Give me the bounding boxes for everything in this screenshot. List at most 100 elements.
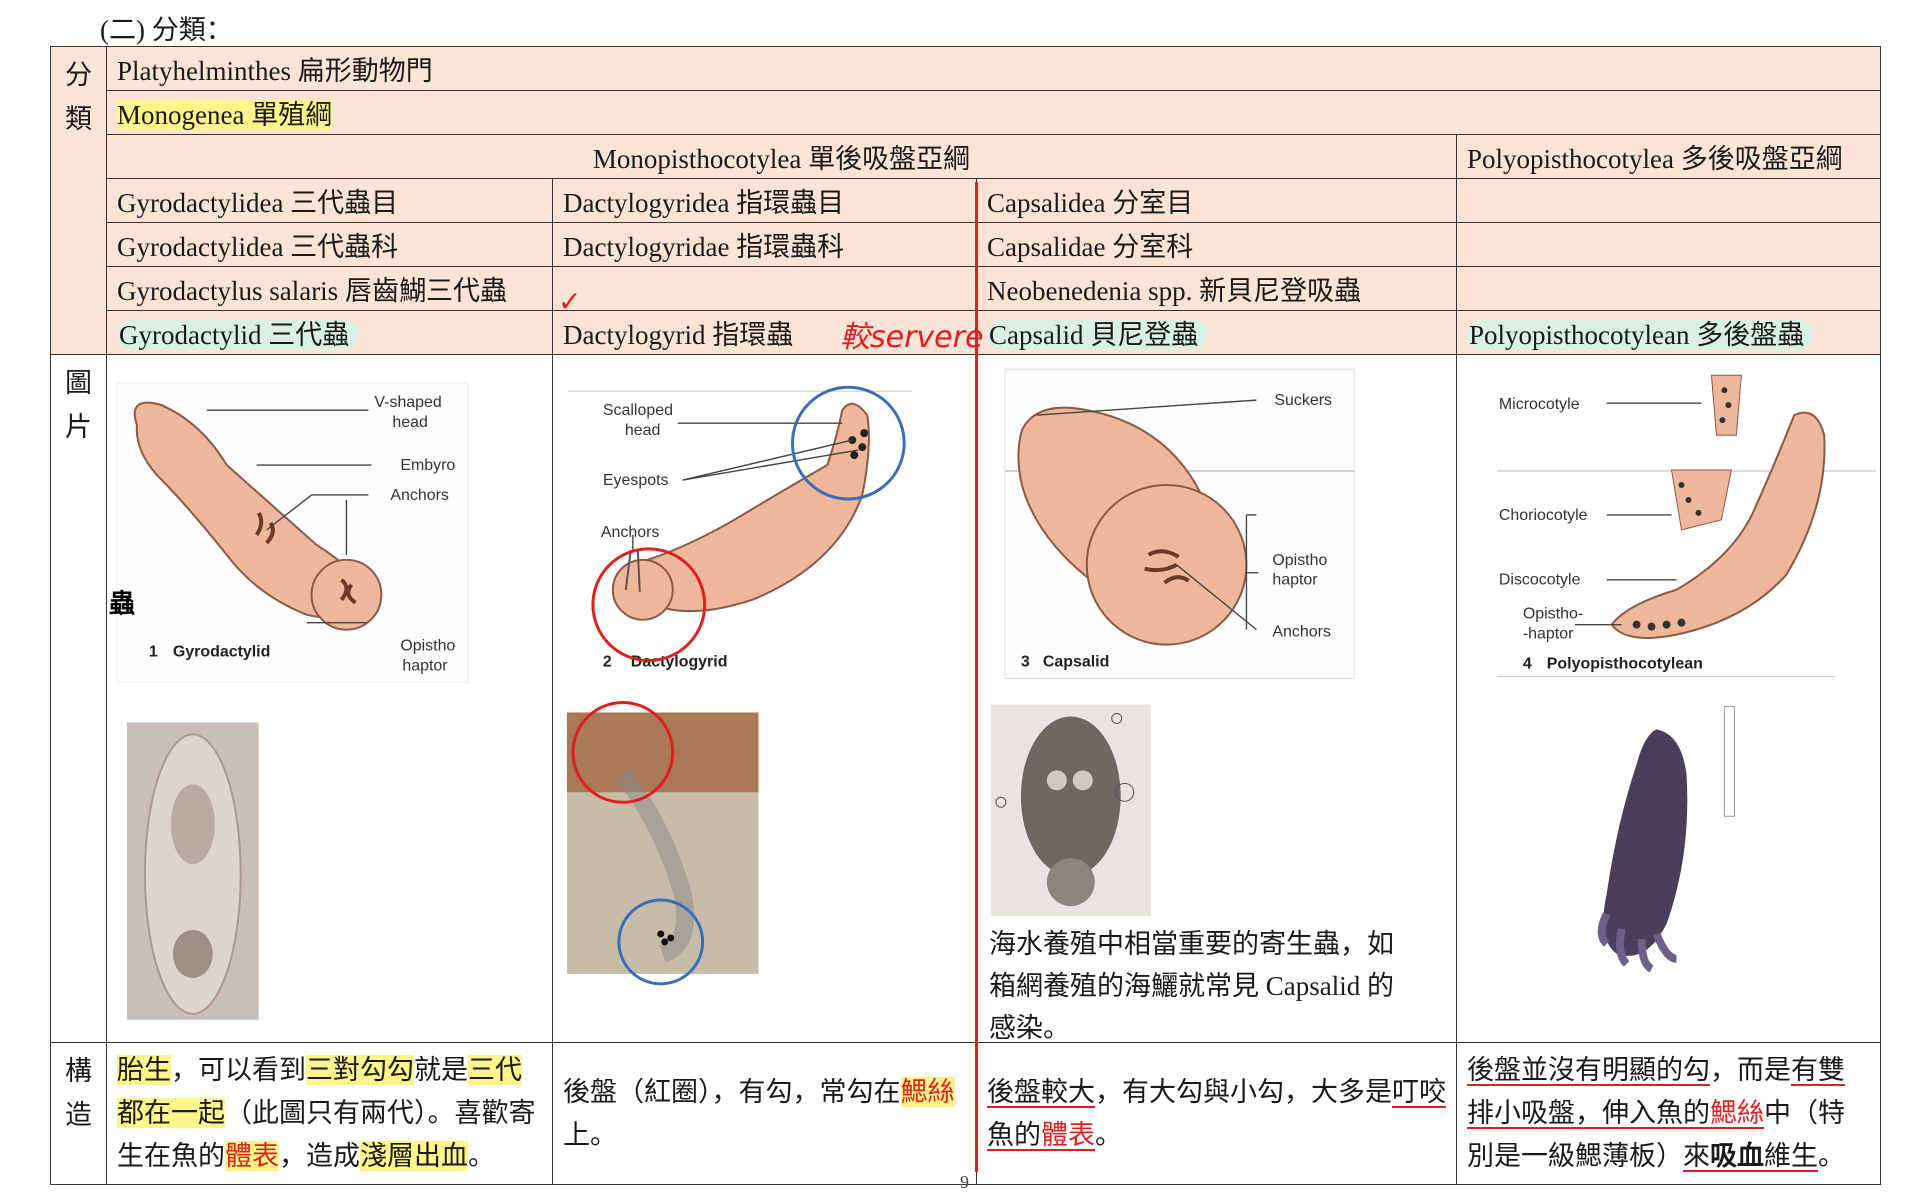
capsalid-note: 海水養殖中相當重要的寄生蟲，如 箱網養殖的海鱺就常見 Capsalid 的 感染… bbox=[989, 929, 1394, 1043]
structure-run: 。 bbox=[1095, 1119, 1122, 1150]
gyro-label-3: Anchors bbox=[390, 487, 449, 504]
classification-table: 分類 Platyhelminthes 扁形動物門 Monogenea 單殖綱 M… bbox=[50, 46, 1882, 1185]
gyro-label-0: V-shaped bbox=[374, 394, 441, 411]
gyro-fig-num: 1 bbox=[149, 644, 158, 661]
order-dacty: Dactylogyridea 指環蟲目 bbox=[552, 178, 977, 223]
species-caps: Neobenedenia spp. 新貝尼登吸蟲 bbox=[976, 266, 1457, 311]
structure-run: 淺層出血 bbox=[360, 1141, 468, 1171]
side-label-structure: 構造 bbox=[50, 1042, 107, 1185]
family-caps: Capsalidae 分室科 bbox=[976, 222, 1457, 267]
common-dacty: Dactylogyrid 指環蟲 bbox=[552, 310, 977, 355]
family-gyro: Gyrodactylidea 三代蟲科 bbox=[106, 222, 553, 267]
class-cell: Monogenea 單殖綱 bbox=[105, 90, 1882, 135]
structure-caps: 後盤較大，有大勾與小勾，大多是叮咬魚的體表。 bbox=[976, 1042, 1457, 1185]
subclass-mono-cell: Monopisthocotylea 單後吸盤亞綱 bbox=[106, 134, 1457, 179]
structure-run: ，可以看到 bbox=[171, 1055, 306, 1085]
structure-run: 後盤並沒有明顯的勾 bbox=[1467, 1055, 1710, 1085]
red-divider-line bbox=[975, 182, 978, 1172]
caps-label-3: Anchors bbox=[1272, 624, 1331, 641]
page-number: 9 bbox=[960, 1172, 969, 1192]
side-label-classification: 分類 bbox=[50, 46, 107, 355]
dacty-label-0: Scalloped bbox=[603, 402, 673, 419]
structure-run: 。 bbox=[1818, 1141, 1845, 1171]
species-dacty bbox=[552, 266, 977, 311]
blue-circle-head bbox=[790, 385, 906, 501]
red-circle-haptor bbox=[591, 547, 707, 663]
subclass-poly-cell: Polyopisthocotylea 多後吸盤亞綱 bbox=[1455, 134, 1882, 179]
structure-run: 胎生 bbox=[117, 1055, 171, 1085]
structure-run: 中（特別是一級鰓薄板） bbox=[1467, 1098, 1845, 1171]
handwritten-note: 較servere bbox=[840, 320, 984, 355]
gyro-label-5: haptor bbox=[402, 658, 448, 675]
structure-run: 後盤（紅圈），有勾，常勾在 bbox=[563, 1076, 901, 1107]
structure-run: 鰓絲 bbox=[900, 1076, 955, 1107]
caps-label-1: Opistho bbox=[1272, 552, 1327, 569]
polyopisthocotylean-figures: Microcotyle Choriocotyle Discocotyle Opi… bbox=[1496, 374, 1877, 973]
order-gyro: Gyrodactylidea 三代蟲目 bbox=[106, 178, 553, 223]
structure-run: 叮咬魚的 bbox=[987, 1076, 1446, 1150]
dacty-label-3: Anchors bbox=[601, 524, 660, 541]
poly-fig-name: Polyopisthocotylean bbox=[1547, 656, 1703, 673]
phylum-cell: Platyhelminthes 扁形動物門 bbox=[105, 46, 1882, 91]
capsalid-haptor bbox=[1085, 483, 1248, 646]
gyro-label-2: Embyro bbox=[400, 457, 455, 474]
figure-gyrodactylid-cell: V-shaped head Embyro Anchors Opistho hap… bbox=[106, 354, 553, 1043]
caps-fig-num: 3 bbox=[1021, 654, 1030, 671]
figure-dactylogyrid-cell: Scalloped head Eyespots Anchors 2 Dactyl… bbox=[552, 354, 977, 1043]
gyro-label-1: head bbox=[392, 414, 428, 431]
figure-polyopisthocotylean-cell: Microcotyle Choriocotyle Discocotyle Opi… bbox=[1455, 354, 1882, 1043]
structure-run: 。 bbox=[468, 1141, 495, 1171]
poly-label-2: Discocotyle bbox=[1499, 572, 1581, 589]
common-caps: Capsalid 貝尼登蟲 bbox=[976, 310, 1457, 355]
structure-run: 維生 bbox=[1764, 1141, 1818, 1171]
gyro-edge-char: 蟲 bbox=[109, 590, 135, 619]
gyro-fig-name: Gyrodactylid bbox=[173, 644, 271, 661]
poly-fig-num: 4 bbox=[1523, 656, 1532, 673]
dacty-fig-name: Dactylogyrid bbox=[631, 654, 728, 671]
family-dacty: Dactylogyridae 指環蟲科 bbox=[552, 222, 977, 267]
structure-run: 就是 bbox=[414, 1055, 468, 1085]
order-poly bbox=[1455, 178, 1882, 223]
structure-run: 後盤較大 bbox=[987, 1076, 1095, 1107]
species-gyro: Gyrodactylus salaris 唇齒鰗三代蟲 bbox=[106, 266, 553, 311]
poly-label-1: Choriocotyle bbox=[1499, 507, 1588, 524]
family-poly bbox=[1455, 222, 1882, 267]
structure-run: 鰓絲 bbox=[1710, 1098, 1764, 1128]
dacty-label-1: head bbox=[625, 422, 661, 439]
structure-poly: 後盤並沒有明顯的勾，而是有雙排小吸盤，伸入魚的鰓絲中（特別是一級鰓薄板）來吸血維… bbox=[1455, 1042, 1882, 1185]
structure-dacty: 後盤（紅圈），有勾，常勾在鰓絲上。 bbox=[552, 1042, 977, 1185]
structure-run: 吸血 bbox=[1710, 1141, 1764, 1171]
common-gyro: Gyrodactylid 三代蟲 bbox=[106, 310, 553, 355]
order-caps: Capsalidea 分室目 bbox=[976, 178, 1457, 223]
structure-run: ，有大勾與小勾，大多是 bbox=[1095, 1076, 1392, 1107]
structure-run: 體表 bbox=[225, 1141, 279, 1171]
species-poly bbox=[1455, 266, 1882, 311]
check-mark: ✓ bbox=[558, 287, 582, 318]
figure-capsalid-cell: Suckers Opistho haptor Anchors 3 Capsali… bbox=[976, 354, 1457, 1043]
dactylogyrid-body bbox=[640, 402, 870, 613]
red-circle-photo bbox=[571, 700, 675, 804]
structure-run: 體表 bbox=[1041, 1119, 1095, 1150]
caps-fig-name: Capsalid bbox=[1043, 654, 1110, 671]
poly-label-4: -haptor bbox=[1523, 626, 1574, 643]
caps-label-0: Suckers bbox=[1274, 392, 1332, 409]
structure-run: 三對勾勾 bbox=[306, 1055, 414, 1085]
capsalid-figures: Suckers Opistho haptor Anchors 3 Capsali… bbox=[990, 368, 1355, 917]
common-poly: Polyopisthocotylean 多後盤蟲 bbox=[1455, 310, 1882, 355]
blue-circle-photo bbox=[617, 898, 705, 986]
poly-label-3: Opistho- bbox=[1523, 606, 1583, 623]
dacty-fig-num: 2 bbox=[603, 654, 612, 671]
structure-run: 有雙排小吸盤，伸入魚的 bbox=[1467, 1055, 1845, 1128]
dacty-label-2: Eyespots bbox=[603, 472, 669, 489]
gyro-label-4: Opistho bbox=[400, 638, 455, 655]
structure-run: 來 bbox=[1683, 1141, 1710, 1171]
structure-run: 上。 bbox=[563, 1119, 617, 1150]
gyrodactylid-figures: V-shaped head Embyro Anchors Opistho hap… bbox=[109, 382, 469, 1020]
dactylogyrid-figures: Scalloped head Eyespots Anchors 2 Dactyl… bbox=[566, 385, 913, 986]
section-heading: (二) 分類： bbox=[100, 15, 233, 45]
side-label-picture: 圖片 bbox=[50, 354, 107, 1043]
class-label: Monogenea 單殖綱 bbox=[117, 100, 333, 130]
structure-gyro: 胎生，可以看到三對勾勾就是三代都在一起（此圖只有兩代）。喜歡寄生在魚的體表，造成… bbox=[106, 1042, 553, 1185]
structure-run: ，造成 bbox=[279, 1141, 360, 1171]
poly-label-0: Microcotyle bbox=[1499, 396, 1580, 413]
